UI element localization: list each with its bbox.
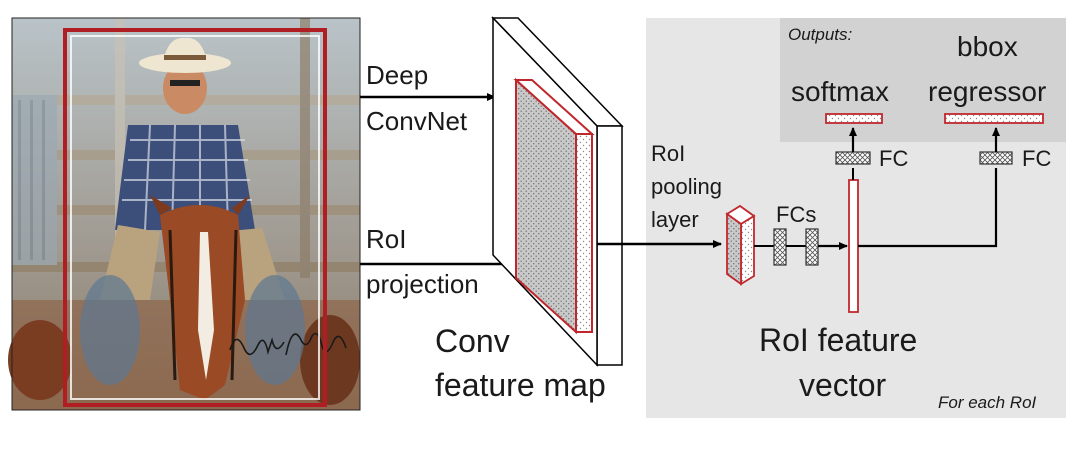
- conv-feature-map: [491, 16, 624, 367]
- bbox-output: [944, 113, 1044, 124]
- label-fc-left: FC: [879, 146, 908, 171]
- label-roi-pooling-1: RoI: [651, 141, 685, 166]
- label-feature-map: feature map: [435, 367, 606, 403]
- label-regressor: regressor: [928, 76, 1046, 107]
- roi-pooled-block: [725, 204, 756, 286]
- roi-bounding-box: [63, 28, 327, 407]
- fc-softmax: [835, 151, 871, 165]
- label-roi-pooling-3: layer: [651, 207, 699, 232]
- photographer-signature: [229, 332, 347, 356]
- label-fc-right: FC: [1022, 146, 1051, 171]
- label-convnet: ConvNet: [366, 106, 468, 136]
- roi-feature-vector: [848, 179, 859, 313]
- fc-bbox: [979, 151, 1013, 165]
- input-image: [8, 18, 360, 410]
- softmax-output: [825, 113, 883, 124]
- label-outputs: Outputs:: [788, 25, 853, 44]
- image-frame: [11, 17, 361, 411]
- label-roi-pooling-2: pooling: [651, 174, 722, 199]
- label-conv: Conv: [435, 323, 510, 359]
- label-projection: projection: [366, 269, 479, 299]
- label-roi-feature: RoI feature: [759, 322, 917, 358]
- label-softmax: softmax: [791, 76, 889, 107]
- fc-layer-1: [773, 228, 787, 266]
- label-fcs: FCs: [776, 202, 816, 227]
- label-roi: RoI: [366, 224, 406, 254]
- label-bbox: bbox: [957, 31, 1018, 62]
- label-deep: Deep: [366, 60, 428, 90]
- arrow-to-bbox-fc: [858, 168, 998, 248]
- label-for-each-roi: For each RoI: [938, 393, 1037, 412]
- label-vector: vector: [799, 367, 886, 403]
- fc-layer-2: [805, 228, 819, 266]
